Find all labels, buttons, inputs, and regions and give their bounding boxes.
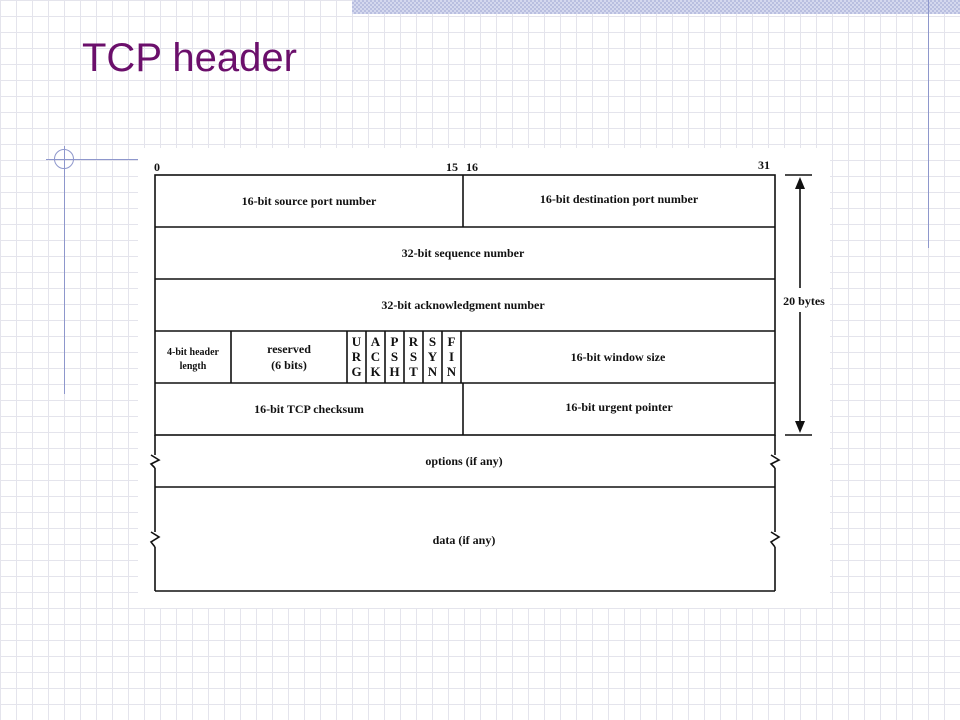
size-label: 20 bytes <box>783 294 825 308</box>
flag-rst-letter-1: R <box>409 334 419 349</box>
size-arrow-head-up <box>795 177 805 189</box>
flag-rst-letter-3: T <box>409 364 418 379</box>
flag-ack-letter-1: A <box>371 334 381 349</box>
flag-psh-letter-2: S <box>391 349 398 364</box>
flag-syn-letter-1: S <box>429 334 436 349</box>
checksum-label: 16-bit TCP checksum <box>254 402 364 416</box>
flag-fin-letter-1: F <box>448 334 456 349</box>
size-arrow-head-down <box>795 421 805 433</box>
flag-syn-letter-2: Y <box>428 349 438 364</box>
options-label: options (if any) <box>425 454 502 468</box>
tcp-header-figure: 0 15 16 31 16-bit source port number 16-… <box>138 148 830 608</box>
flag-urg-letter-1: U <box>352 334 362 349</box>
data-left-break <box>149 531 161 548</box>
flag-psh-letter-1: P <box>391 334 399 349</box>
window-size-label: 16-bit window size <box>571 350 666 364</box>
flag-ack-letter-2: C <box>371 349 380 364</box>
bit-label-0: 0 <box>154 160 160 174</box>
acknowledgment-number-label: 32-bit acknowledgment number <box>381 298 545 312</box>
corner-ornament-line-v <box>64 146 65 394</box>
flag-urg-letter-2: R <box>352 349 362 364</box>
top-decor-strip <box>352 0 960 14</box>
reserved-label-line1: reserved <box>267 342 311 356</box>
header-length-label-line1: 4-bit header <box>167 347 220 358</box>
options-right-break <box>769 454 781 469</box>
data-label: data (if any) <box>433 533 496 547</box>
bit-label-15: 15 <box>446 160 458 174</box>
urgent-pointer-label: 16-bit urgent pointer <box>565 400 673 414</box>
slide-title: TCP header <box>82 36 297 80</box>
bit-label-16: 16 <box>466 160 478 174</box>
header-length-label-line2: length <box>180 361 207 372</box>
corner-ornament-line-h <box>46 159 158 160</box>
flag-syn-letter-3: N <box>428 364 438 379</box>
bit-label-31: 31 <box>758 158 770 172</box>
flag-fin-letter-2: I <box>449 349 454 364</box>
flag-fin-letter-3: N <box>447 364 457 379</box>
corner-ornament-circle <box>54 149 74 169</box>
flag-rst-letter-2: S <box>410 349 417 364</box>
flag-ack-letter-3: K <box>370 364 381 379</box>
data-right-break <box>769 531 781 548</box>
header-frame <box>154 174 776 436</box>
right-decor-rule <box>928 0 929 248</box>
options-left-break <box>149 454 161 469</box>
sequence-number-label: 32-bit sequence number <box>402 246 525 260</box>
flag-urg-letter-3: G <box>351 364 361 379</box>
tcp-header-diagram: 0 15 16 31 16-bit source port number 16-… <box>149 158 825 592</box>
reserved-label-line2: (6 bits) <box>271 358 307 372</box>
destination-port-label: 16-bit destination port number <box>540 192 699 206</box>
source-port-label: 16-bit source port number <box>242 194 377 208</box>
flag-psh-letter-3: H <box>389 364 399 379</box>
